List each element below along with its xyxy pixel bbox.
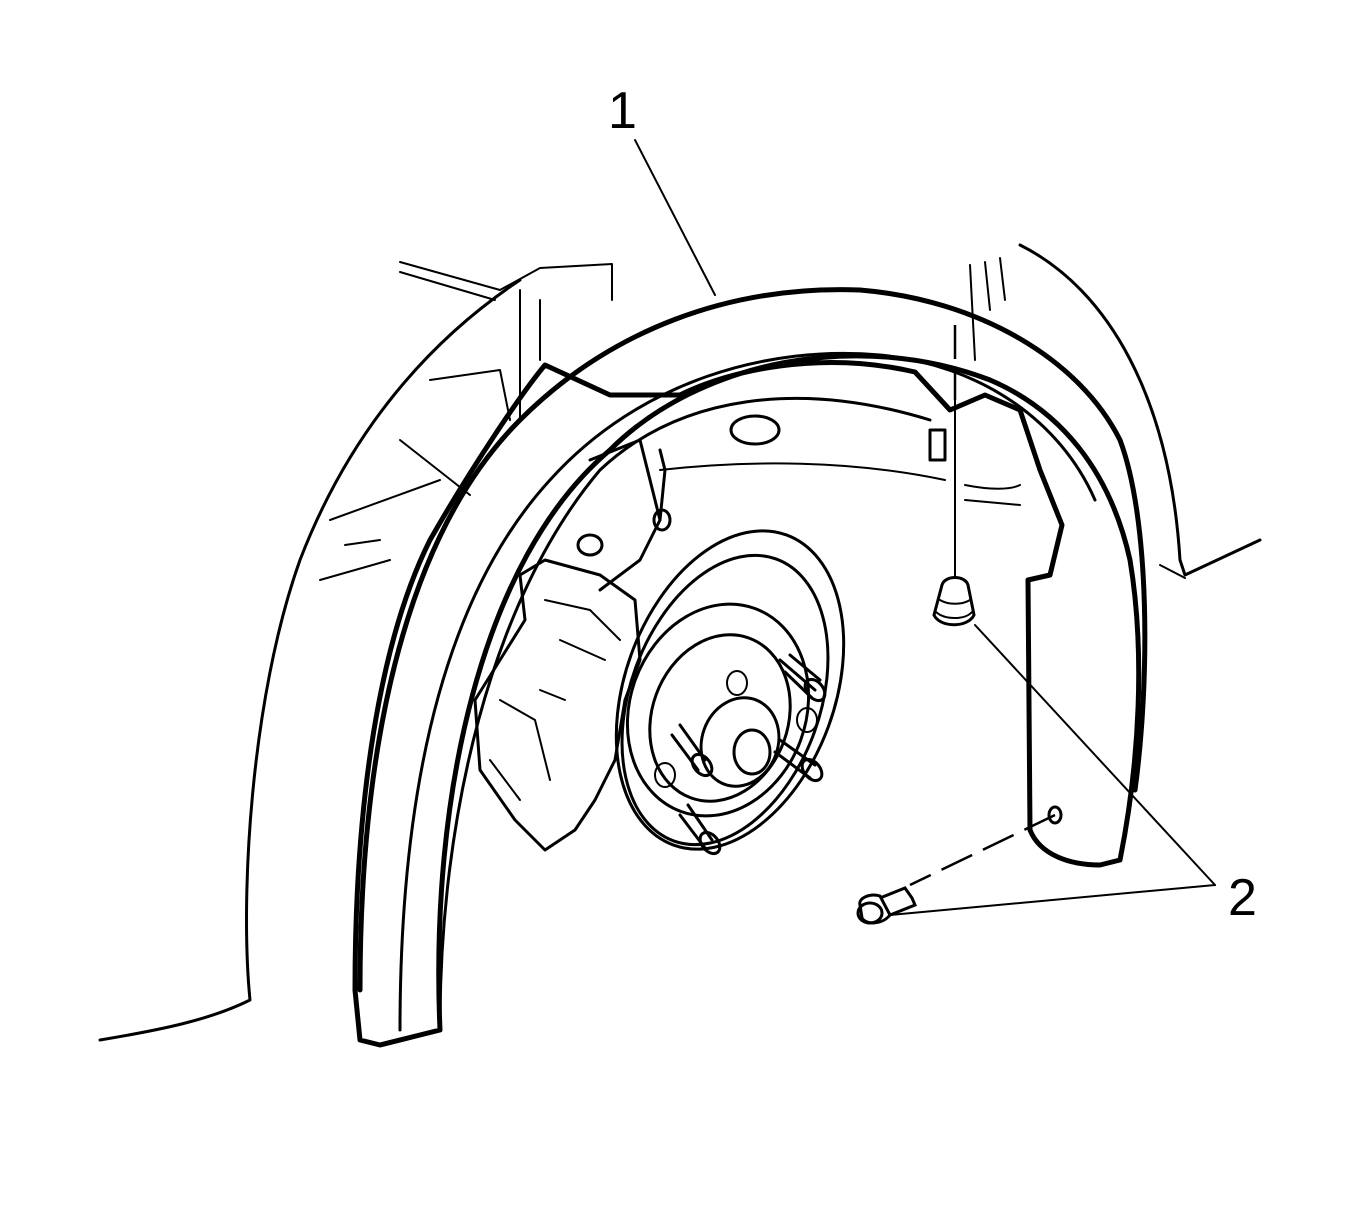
callout-1: 1: [608, 82, 637, 140]
right-body-outline: [969, 243, 1262, 579]
brake-rotor-hub: [614, 529, 846, 851]
push-pin-retainer: [932, 325, 976, 627]
wheelhouse-liner: [352, 287, 1148, 1048]
callout-2: 2: [1228, 869, 1257, 927]
leader-lines: [634, 139, 1216, 916]
brake-caliper: [473, 438, 672, 852]
wheel-studs: [670, 653, 827, 856]
liner-bolt: [856, 805, 1063, 925]
fender-outline: [98, 261, 613, 1042]
